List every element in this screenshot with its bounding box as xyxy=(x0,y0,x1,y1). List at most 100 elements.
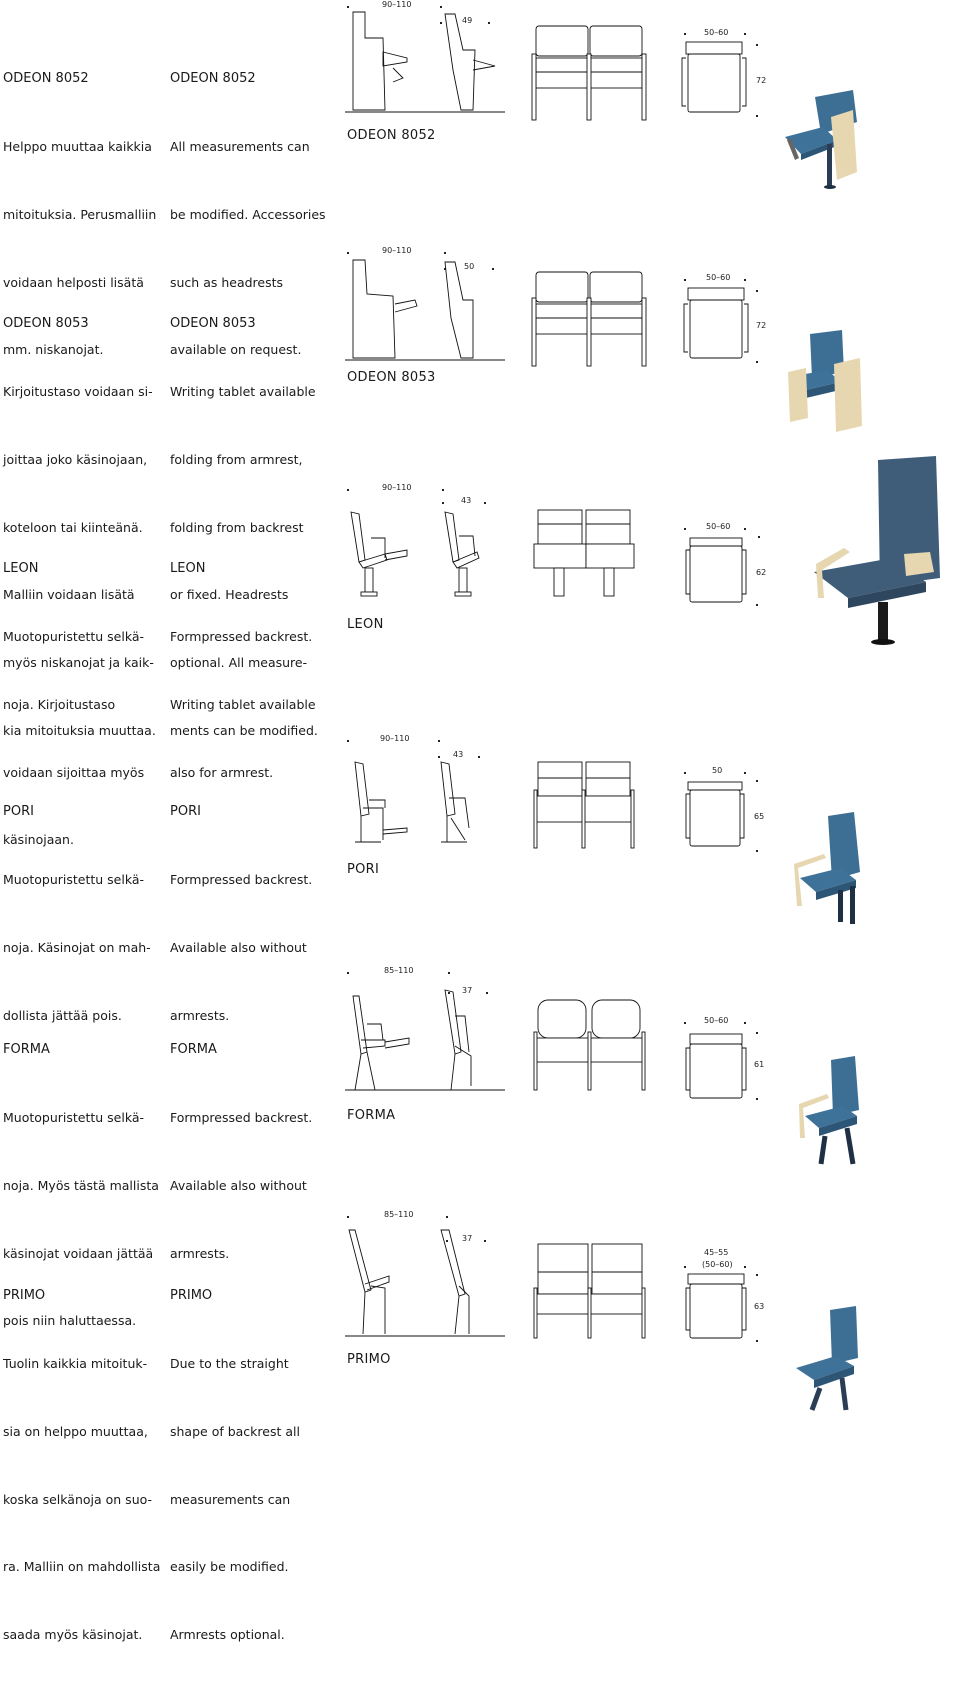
text-line: such as headrests xyxy=(170,274,284,290)
theatre-chair-photo xyxy=(814,456,940,645)
overall-depth-dimension: 62 xyxy=(756,568,767,577)
seat-depth-dimension: 43 xyxy=(461,496,472,505)
text-line: käsinojat voidaan jättää xyxy=(3,1245,154,1261)
text-line: Formpressed backrest. xyxy=(170,628,313,644)
text-line: noja. Käsinojat on mah- xyxy=(3,939,151,955)
text-line: mm. niskanojat. xyxy=(3,342,104,358)
description-fi: ODEON 8052 Helppo muuttaa kaikkia mitoit… xyxy=(3,23,158,407)
top-view-drawing xyxy=(683,287,749,359)
text-line: myös niskanojat ja kaik- xyxy=(3,655,154,671)
text-line: ments can be modified. xyxy=(170,722,318,738)
text-line: measurements can xyxy=(170,1491,291,1507)
model-title-fi: PORI xyxy=(3,804,34,820)
text-line: Formpressed backrest. xyxy=(170,871,313,887)
theatre-chair-photo xyxy=(799,1056,859,1165)
text-line: Muotopuristettu selkä- xyxy=(3,628,145,644)
text-line: voidaan helposti lisätä xyxy=(3,274,144,290)
model-label: PRIMO xyxy=(347,1352,391,1367)
seat-width-dimension: 45–55 xyxy=(704,1248,729,1257)
seat-depth-dimension: 50 xyxy=(464,262,475,271)
text-line: käsinojaan. xyxy=(3,832,74,848)
side-view-drawing xyxy=(345,989,505,1091)
model-title-fi: FORMA xyxy=(3,1042,50,1058)
text-line: Available also without xyxy=(170,939,307,955)
theatre-chair-photo xyxy=(794,812,860,924)
seat-depth-dimension: 37 xyxy=(462,1234,473,1243)
side-view-drawing xyxy=(354,761,470,843)
product-pori: PORI Muotopuristettu selkä- noja. Käsino… xyxy=(0,728,960,1023)
top-view-drawing xyxy=(685,781,745,847)
model-label: LEON xyxy=(347,617,384,632)
product-odeon-8053: ODEON 8053 Kirjoitustaso voidaan si- joi… xyxy=(0,240,960,738)
model-label: FORMA xyxy=(347,1108,396,1123)
text-line: Kirjoitustaso voidaan si- xyxy=(3,383,153,399)
row-spacing-dimension: 85–110 xyxy=(384,966,414,975)
seat-width-dimension: 50–60 xyxy=(706,522,731,531)
row-spacing-dimension: 90–110 xyxy=(382,246,412,255)
theatre-chair-photo xyxy=(785,90,857,189)
text-line: folding from backrest xyxy=(170,519,304,535)
text-line: easily be modified. xyxy=(170,1559,289,1575)
description-fi: LEON Muotopuristettu selkä- noja. Kirjoi… xyxy=(3,513,158,897)
theatre-chair-photo xyxy=(788,330,862,432)
seat-depth-dimension: 43 xyxy=(453,750,464,759)
top-view-drawing xyxy=(685,1033,747,1099)
description-fi: PRIMO Tuolin kaikkia mitoituk- sia on he… xyxy=(3,1240,160,1692)
product-forma: FORMA Muotopuristettu selkä- noja. Myös … xyxy=(0,964,960,1328)
model-title-en: PORI xyxy=(170,804,201,820)
text-line: noja. Myös tästä mallista xyxy=(3,1177,159,1193)
text-line: kia mitoituksia muuttaa. xyxy=(3,722,156,738)
overall-depth-dimension: 63 xyxy=(754,1302,765,1311)
description-en: ODEON 8053 Writing tablet available fold… xyxy=(170,268,330,788)
text-line: Muotopuristettu selkä- xyxy=(3,1109,145,1125)
product-odeon-8052: ODEON 8052 Helppo muuttaa kaikkia mitoit… xyxy=(0,0,960,357)
model-title-fi: ODEON 8053 xyxy=(3,316,89,332)
seat-depth-dimension: 37 xyxy=(462,986,473,995)
text-line: Muotopuristettu selkä- xyxy=(3,871,145,887)
text-line: joittaa joko käsinojaan, xyxy=(3,451,148,467)
description-fi: FORMA Muotopuristettu selkä- noja. Myös … xyxy=(3,994,159,1378)
text-line: armrests. xyxy=(170,1245,230,1261)
model-title-en: ODEON 8053 xyxy=(170,316,256,332)
seat-width-alt-dimension: (50–60) xyxy=(702,1260,733,1269)
seat-width-dimension: 50–60 xyxy=(704,28,729,37)
text-line: Helppo muuttaa kaikkia xyxy=(3,138,152,154)
side-view-drawing xyxy=(350,511,480,597)
overall-depth-dimension: 65 xyxy=(754,812,765,821)
text-line: dollista jättää pois. xyxy=(3,1007,122,1023)
description-en: ODEON 8052 All measurements can be modif… xyxy=(170,23,330,407)
model-title-fi: ODEON 8052 xyxy=(3,71,89,87)
front-view-drawing xyxy=(533,999,646,1091)
text-line: koteloon tai kiinteänä. xyxy=(3,519,143,535)
text-line: Writing tablet available xyxy=(170,383,316,399)
product-leon: LEON Muotopuristettu selkä- noja. Kirjoi… xyxy=(0,456,960,847)
text-line: saada myös käsinojat. xyxy=(3,1627,143,1643)
text-line: armrests. xyxy=(170,1007,230,1023)
overall-depth-dimension: 72 xyxy=(756,321,767,330)
description-en: PORI Formpressed backrest. Available als… xyxy=(170,756,330,1072)
seat-width-dimension: 50–60 xyxy=(704,1016,729,1025)
side-view-drawing xyxy=(345,259,505,361)
side-view-drawing xyxy=(345,11,505,113)
text-line: optional. All measure- xyxy=(170,655,308,671)
text-line: also for armrest. xyxy=(170,764,274,780)
text-line: Writing tablet available xyxy=(170,696,316,712)
top-view-drawing xyxy=(685,1273,747,1339)
product-primo: PRIMO Tuolin kaikkia mitoituk- sia on he… xyxy=(0,1208,960,1642)
text-line: Malliin voidaan lisätä xyxy=(3,587,135,603)
theatre-chair-photo xyxy=(796,1306,858,1411)
text-line: mitoituksia. Perusmalliin xyxy=(3,206,157,222)
model-title-en: PRIMO xyxy=(170,1288,213,1304)
text-line: pois niin haluttaessa. xyxy=(3,1313,137,1329)
model-label: PORI xyxy=(347,862,380,877)
side-view-drawing xyxy=(345,1229,505,1337)
description-fi: ODEON 8053 Kirjoitustaso voidaan si- joi… xyxy=(3,268,158,788)
top-view-drawing xyxy=(681,41,747,113)
text-line: available on request. xyxy=(170,342,302,358)
row-spacing-dimension: 90–110 xyxy=(380,734,410,743)
seat-width-dimension: 50–60 xyxy=(706,273,731,282)
overall-depth-dimension: 61 xyxy=(754,1060,765,1069)
text-line: Tuolin kaikkia mitoituk- xyxy=(3,1355,148,1371)
text-line: or fixed. Headrests xyxy=(170,587,289,603)
model-title-en: LEON xyxy=(170,561,206,577)
